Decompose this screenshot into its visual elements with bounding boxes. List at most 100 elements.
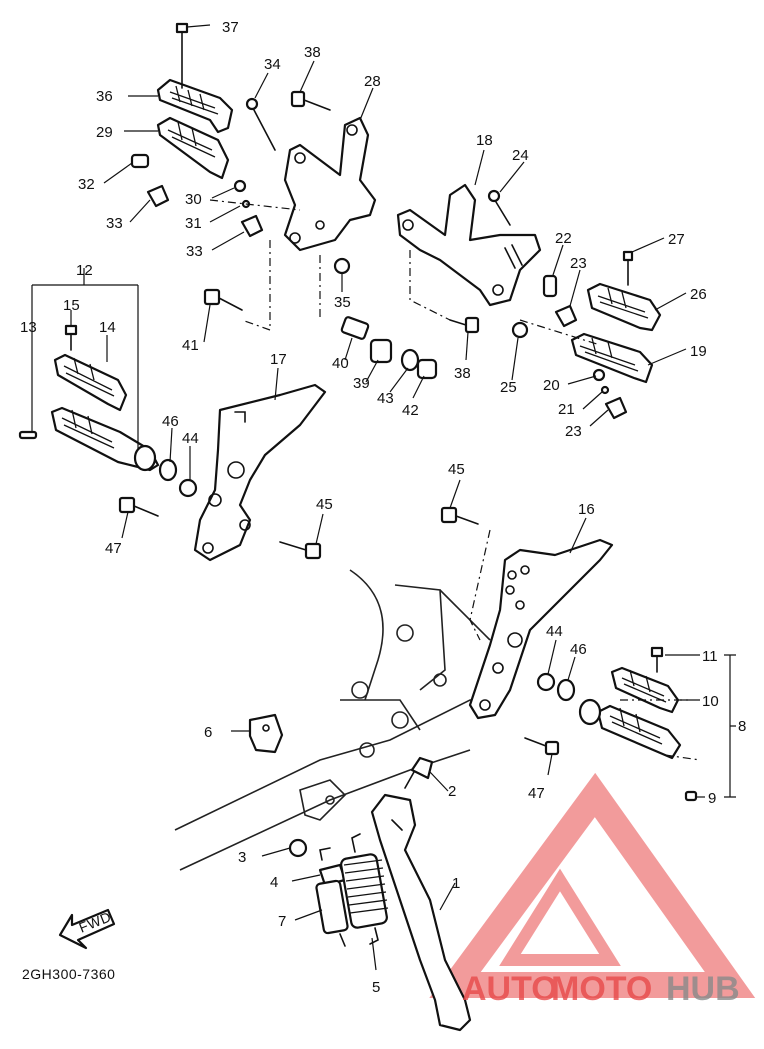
- spring-7: [315, 879, 349, 947]
- callout-21: 21: [558, 401, 575, 418]
- watermark-auto: AUTO: [462, 970, 558, 1008]
- pin-32: [130, 153, 150, 169]
- bolt-38a: [290, 90, 331, 111]
- callout-16: 16: [578, 501, 595, 518]
- spring-20: [592, 368, 606, 382]
- bolt-45b: [440, 506, 479, 525]
- footrest-10: [610, 666, 680, 714]
- bracket-17: [193, 383, 327, 562]
- diagram-code: 2GH300-7360: [22, 966, 115, 982]
- callout-45b: 45: [448, 461, 465, 478]
- callout-33: 33: [106, 215, 123, 232]
- callout-25: 25: [500, 379, 517, 396]
- bolt-27: [622, 250, 634, 286]
- assembly-lines: [209, 199, 701, 761]
- callout-46b: 46: [570, 641, 587, 658]
- callout-39: 39: [353, 375, 370, 392]
- washer-43: [400, 348, 420, 372]
- spring-30: [233, 179, 247, 193]
- motorcycle-frame: [174, 569, 491, 871]
- nut-42: [416, 358, 438, 380]
- bush-39: [369, 338, 393, 364]
- watermark-hub: HUB: [666, 970, 740, 1008]
- callout-12: 12: [76, 262, 93, 279]
- nut-44a: [178, 478, 198, 498]
- callout-47: 47: [105, 540, 122, 557]
- footrest-29: [156, 116, 230, 180]
- callout-7: 7: [278, 913, 286, 930]
- callout-38b: 38: [454, 365, 471, 382]
- footrest-19: [570, 332, 654, 384]
- watermark-logo: [429, 772, 756, 998]
- callout-14: 14: [99, 319, 116, 336]
- bolt-15: [64, 324, 78, 351]
- washer-46a: [158, 458, 178, 482]
- nut-25: [511, 321, 529, 339]
- clip-23a: [554, 304, 578, 328]
- bolt-24: [487, 189, 511, 226]
- callout-42: 42: [402, 402, 419, 419]
- bracket-6: [248, 713, 284, 754]
- nut-35: [333, 257, 351, 275]
- callout-35: 35: [334, 294, 351, 311]
- callout-23: 23: [570, 255, 587, 272]
- callout-38: 38: [304, 44, 321, 61]
- callout-6: 6: [204, 724, 212, 741]
- bolt-47b: [524, 737, 560, 756]
- bolt-34: [245, 97, 276, 151]
- callout-11: 11: [702, 648, 718, 665]
- bolt-37: [175, 22, 189, 89]
- bolt-2: [404, 756, 434, 789]
- fwd-arrow: FWD: [58, 908, 116, 950]
- callout-30: 30: [185, 191, 202, 208]
- callout-27: 27: [668, 231, 685, 248]
- callout-numbers: 1 2 3 4 5 6 7 8 9 10 11 12 13 14 15 16 1…: [20, 19, 746, 996]
- callout-29: 29: [96, 124, 113, 141]
- pin-9: [684, 790, 698, 802]
- callout-2: 2: [448, 783, 456, 800]
- callout-44b: 44: [546, 623, 563, 640]
- bolt-47a: [118, 496, 159, 517]
- footrest-14: [53, 353, 128, 412]
- callout-19: 19: [690, 343, 707, 360]
- bracket-16: [468, 538, 614, 720]
- callout-4: 4: [270, 874, 278, 891]
- watermark-text: AUTO MOTO HUB: [462, 970, 740, 1008]
- callout-8: 8: [738, 718, 746, 735]
- callout-28: 28: [364, 73, 381, 90]
- callout-5: 5: [372, 979, 380, 996]
- callout-41: 41: [182, 337, 199, 354]
- callout-24: 24: [512, 147, 529, 164]
- callout-18: 18: [476, 132, 493, 149]
- callout-45: 45: [316, 496, 333, 513]
- watermark-moto: MOTO: [551, 970, 652, 1008]
- spring-5: [340, 833, 389, 945]
- pin-22: [542, 274, 558, 298]
- footrest-36: [156, 78, 234, 134]
- callout-1: 1: [452, 875, 460, 892]
- bracket-18: [396, 183, 542, 307]
- leader-lines: [31, 24, 736, 971]
- collar-40: [340, 316, 370, 340]
- pin-13: [18, 430, 38, 440]
- callout-22: 22: [555, 230, 572, 247]
- bracket-28: [283, 116, 377, 252]
- callout-13: 13: [20, 319, 37, 336]
- callout-32: 32: [78, 176, 95, 193]
- footrest-8: [578, 698, 682, 760]
- ball-21: [600, 385, 610, 395]
- clip-33b: [240, 214, 264, 238]
- callout-23b: 23: [565, 423, 582, 440]
- callout-44: 44: [182, 430, 199, 447]
- callout-40: 40: [332, 355, 349, 372]
- clip-33a: [146, 184, 170, 208]
- bolt-11: [650, 646, 664, 673]
- callout-15: 15: [63, 297, 80, 314]
- callout-37: 37: [222, 19, 239, 36]
- callout-36: 36: [96, 88, 113, 105]
- callout-47b: 47: [528, 785, 545, 802]
- callout-33b: 33: [186, 243, 203, 260]
- callout-17: 17: [270, 351, 287, 368]
- washer-46b: [556, 678, 576, 702]
